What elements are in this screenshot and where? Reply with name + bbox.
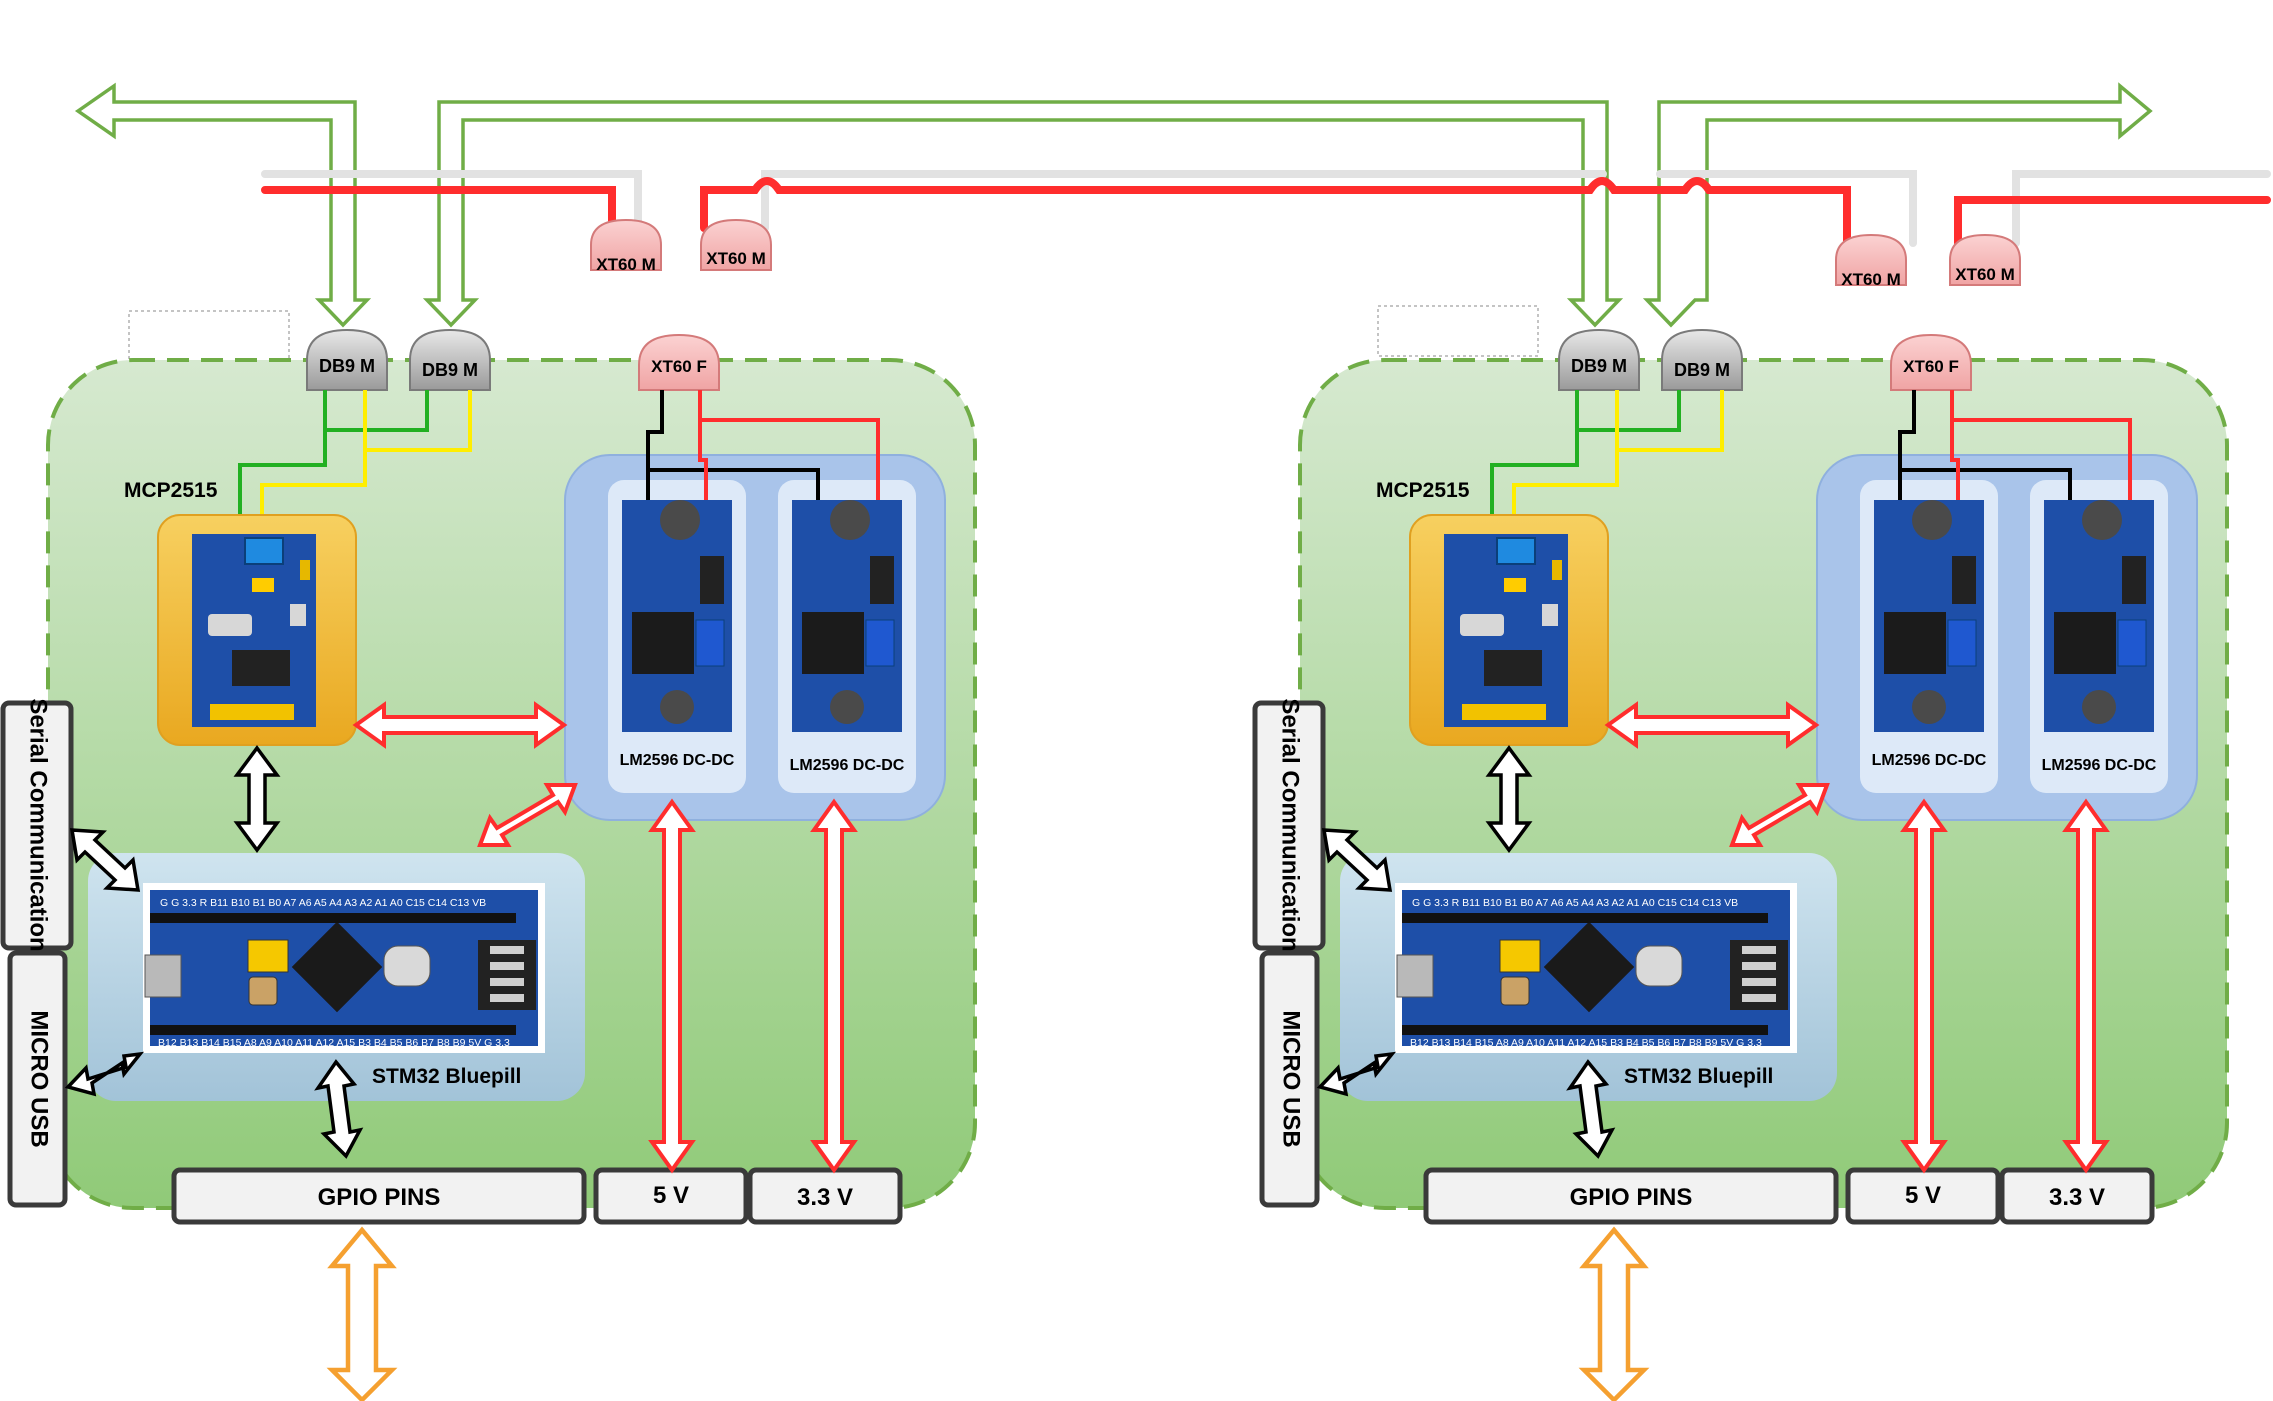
gpio-arrow [326, 1226, 398, 1401]
power-bus-lines [261, 170, 2271, 247]
xt60-connector-icon [1835, 233, 1907, 286]
xt60-m-label-n2-a: XT60 M [1841, 270, 1901, 289]
lm2596-board-icon [2044, 500, 2154, 732]
usb-tab [1259, 950, 1320, 1208]
stm32-bluepill-board-icon: G G 3.3 R B11 B10 B1 B0 A7 A6 A5 A4 A3 A… [143, 883, 545, 1053]
xt60-connector-icon [1890, 333, 1972, 391]
can-bus-lines [74, 82, 2153, 328]
regulator-input-wires [1898, 390, 2132, 500]
rail-3v3-label: 3.3 V [797, 1184, 853, 1211]
regulator-a-label: LM2596 DC-DC [1872, 752, 1987, 769]
gpio-pins-label: GPIO PINS [318, 1184, 441, 1211]
stm32-bluepill-board-icon: G G 3.3 R B11 B10 B1 B0 A7 A6 A5 A4 A3 A… [1395, 883, 1797, 1053]
node-1: DB9 M DB9 M XT60 F MCP2515 [0, 328, 977, 1401]
xt60-connector-icon [590, 218, 662, 271]
serial-label: Serial Communication [25, 698, 52, 951]
lm2596-board-icon [1874, 500, 1984, 732]
db9-connector-icon [306, 328, 388, 391]
power-arrows [352, 701, 858, 1174]
bluepill-header-bottom: B12 B13 B14 B15 A8 A9 A10 A11 A12 A15 B3… [1410, 1037, 1762, 1049]
xt60-connector-icon [1949, 233, 2021, 286]
gpio-arrow [1578, 1226, 1650, 1401]
gpio-pins-label: GPIO PINS [1570, 1184, 1693, 1211]
gpio-pins-box [171, 1167, 587, 1225]
empty-placeholder-box-n2 [1377, 305, 1539, 357]
bluepill-header-top: G G 3.3 R B11 B10 B1 B0 A7 A6 A5 A4 A3 A… [160, 897, 486, 909]
regulator-b-label: LM2596 DC-DC [2042, 757, 2157, 774]
mcp2515-board-icon [192, 534, 316, 727]
usb-label: MICRO USB [1278, 1010, 1305, 1147]
db9-connector-icon [409, 328, 491, 391]
can-wires [238, 390, 472, 540]
rail-5v-label: 5 V [653, 1182, 689, 1209]
xt60-f-label: XT60 F [1903, 357, 1959, 376]
db9-label-b: DB9 M [422, 360, 478, 380]
can-bus-arrow-left-out [74, 82, 372, 328]
db9-connector-icon [1661, 328, 1743, 391]
usb-label: MICRO USB [26, 1010, 53, 1147]
serial-tab [0, 700, 74, 951]
db9-label-a: DB9 M [1571, 356, 1627, 376]
regulator-b-label: LM2596 DC-DC [790, 757, 905, 774]
regulator-a-label: LM2596 DC-DC [620, 752, 735, 769]
db9-label-b: DB9 M [1674, 360, 1730, 380]
bluepill-header-top: G G 3.3 R B11 B10 B1 B0 A7 A6 A5 A4 A3 A… [1412, 897, 1738, 909]
usb-tab [7, 950, 68, 1208]
xt60-f-label: XT60 F [651, 357, 707, 376]
regulator-input-wires [646, 390, 880, 500]
can-bus-arrow-right-out [1642, 82, 2153, 328]
can-bus-arrow-cross-link [422, 100, 1624, 328]
rail-3v3-box [1999, 1167, 2155, 1225]
xt60-m-label-n1-b: XT60 M [706, 249, 766, 268]
bluepill-header-bottom: B12 B13 B14 B15 A8 A9 A10 A11 A12 A15 B3… [158, 1037, 510, 1049]
lm2596-board-icon [792, 500, 902, 732]
xt60-m-label-n1-a: XT60 M [596, 255, 656, 274]
gpio-pins-box [1423, 1167, 1839, 1225]
lm2596-board-icon [622, 500, 732, 732]
serial-tab [1252, 700, 1326, 951]
stm32-label: STM32 Bluepill [1624, 1065, 1773, 1088]
data-arrows [1316, 745, 1616, 1159]
serial-label: Serial Communication [1277, 698, 1304, 951]
xt60-male-connectors: XT60 M XT60 M XT60 M XT60 M [590, 218, 2021, 289]
empty-placeholder-box-n1 [128, 310, 290, 362]
node-2: DB9 M DB9 M XT60 F MCP2515 [1252, 328, 2229, 1401]
xt60-connector-icon [638, 333, 720, 391]
can-wires [1490, 390, 1724, 540]
data-arrows [64, 745, 364, 1159]
db9-label-a: DB9 M [319, 356, 375, 376]
rail-5v-label: 5 V [1905, 1182, 1941, 1209]
mcp2515-board-icon [1444, 534, 1568, 727]
rail-3v3-box [747, 1167, 903, 1225]
stm32-label: STM32 Bluepill [372, 1065, 521, 1088]
mcp2515-label: MCP2515 [1376, 479, 1470, 502]
power-arrows [1604, 701, 2110, 1174]
xt60-m-label-n2-b: XT60 M [1955, 265, 2015, 284]
xt60-connector-icon [700, 218, 772, 271]
rail-3v3-label: 3.3 V [2049, 1184, 2105, 1211]
db9-connector-icon [1558, 328, 1640, 391]
mcp2515-label: MCP2515 [124, 479, 218, 502]
